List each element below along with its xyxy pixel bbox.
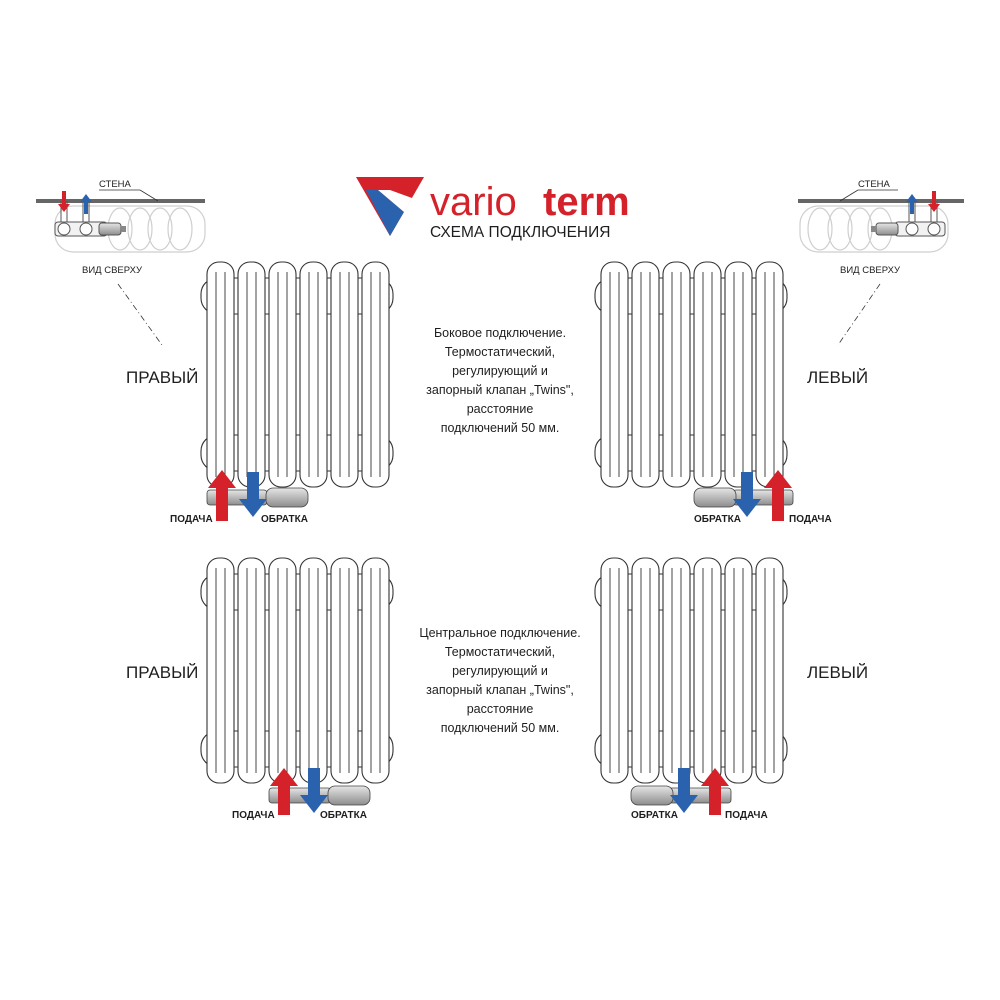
radiator-section [237, 557, 266, 784]
return-arrow-icon [670, 768, 698, 813]
radiator-section [724, 261, 753, 488]
description-line: запорный клапан „Twins", [426, 383, 574, 397]
description-line: подключений 50 мм. [441, 721, 560, 735]
radiator-section [268, 557, 297, 784]
valve-thermostatic-head [265, 487, 309, 508]
return-label: ОБРАТКА [261, 514, 308, 525]
top-view-valve-head [98, 222, 122, 236]
logo-white-gap [378, 190, 412, 212]
brand-subtitle: СХЕМА ПОДКЛЮЧЕНИЯ [430, 224, 610, 241]
valve-thermostatic-head [693, 487, 737, 508]
supply-arrow-icon [764, 470, 792, 521]
supply-arrow-icon [270, 768, 298, 815]
description-line: расстояние [467, 702, 534, 716]
supply-label: ПОДАЧА [789, 514, 832, 525]
radiator-section [206, 261, 235, 488]
return-arrow-icon [300, 768, 328, 813]
side-label-right: ПРАВЫЙ [126, 368, 198, 387]
supply-label: ПОДАЧА [725, 810, 768, 821]
radiator-section [206, 557, 235, 784]
return-label: ОБРАТКА [631, 810, 678, 821]
logo-blue-chevron [366, 190, 404, 236]
description-line: Боковое подключение. [434, 326, 566, 340]
vario-term-logo: vario term СХЕМА ПОДКЛЮЧЕНИЯ [356, 177, 630, 241]
radiator-section [268, 261, 297, 488]
description-line: Центральное подключение. [419, 626, 580, 640]
supply-label: ПОДАЧА [170, 514, 213, 525]
radiator-section [631, 557, 660, 784]
top-view-label: ВИД СВЕРХУ [82, 265, 143, 276]
description-line: Термостатический, [445, 645, 555, 659]
description-line: расстояние [467, 402, 534, 416]
description-line: регулирующий и [452, 664, 548, 678]
side-label-left: ЛЕВЫЙ [807, 368, 868, 387]
radiator-section [361, 261, 390, 488]
top-view-valve-head [875, 222, 899, 236]
return-arrow-icon [906, 194, 918, 214]
radiator-section [755, 261, 784, 488]
description-center-connection: Центральное подключение. Термостатически… [419, 626, 580, 735]
radiator-section [662, 261, 691, 488]
radiator-section [361, 557, 390, 784]
radiator-center-right [200, 557, 394, 784]
valve-assembly-side-right: ПОДАЧА ОБРАТКА [170, 470, 309, 525]
radiator-section [724, 557, 753, 784]
radiator-section [693, 557, 722, 784]
wall-label: СТЕНА [858, 179, 891, 190]
radiator-section [330, 261, 359, 488]
valve-assembly-center-right: ПОДАЧА ОБРАТКА [232, 768, 371, 821]
valve-thermostatic-head [630, 785, 674, 806]
description-line: Термостатический, [445, 345, 555, 359]
top-view-right: СТЕНА ВИД СВЕРХУ [798, 179, 964, 346]
top-view-label: ВИД СВЕРХУ [840, 265, 901, 276]
radiator-center-left [594, 557, 788, 784]
radiator-section [299, 557, 328, 784]
radiator-section [600, 261, 629, 488]
return-label: ОБРАТКА [694, 514, 741, 525]
wall-label: СТЕНА [99, 179, 132, 190]
description-side-connection: Боковое подключение. Термостатический, р… [426, 326, 574, 435]
radiator-section [330, 557, 359, 784]
radiator-section [237, 261, 266, 488]
return-arrow-icon [239, 472, 267, 517]
supply-label: ПОДАЧА [232, 810, 275, 821]
supply-arrow-icon [58, 191, 70, 212]
center-label-right: ПРАВЫЙ [126, 663, 198, 682]
supply-arrow-icon [208, 470, 236, 521]
return-label: ОБРАТКА [320, 810, 367, 821]
brand-name-bold: term [543, 180, 630, 224]
supply-arrow-icon [701, 768, 729, 815]
description-line: запорный клапан „Twins", [426, 683, 574, 697]
valve-thermostatic-head [327, 785, 371, 806]
brand-name-light: vario [430, 180, 517, 224]
radiator-section [299, 261, 328, 488]
top-view-left: СТЕНА ВИД СВЕРХУ [36, 179, 206, 346]
radiator-section [600, 557, 629, 784]
center-label-left: ЛЕВЫЙ [807, 663, 868, 682]
radiator-side-right [200, 261, 394, 488]
description-line: подключений 50 мм. [441, 421, 560, 435]
radiator-section [693, 261, 722, 488]
valve-assembly-center-left: ОБРАТКА ПОДАЧА [630, 768, 768, 821]
valve-assembly-side-left: ОБРАТКА ПОДАЧА [693, 470, 832, 525]
description-line: регулирующий и [452, 364, 548, 378]
supply-arrow-icon [928, 191, 940, 212]
radiator-side-left [594, 261, 788, 488]
return-arrow-icon [733, 472, 761, 517]
radiator-section [631, 261, 660, 488]
radiator-section [755, 557, 784, 784]
radiator-section [662, 557, 691, 784]
return-arrow-icon [80, 194, 92, 214]
